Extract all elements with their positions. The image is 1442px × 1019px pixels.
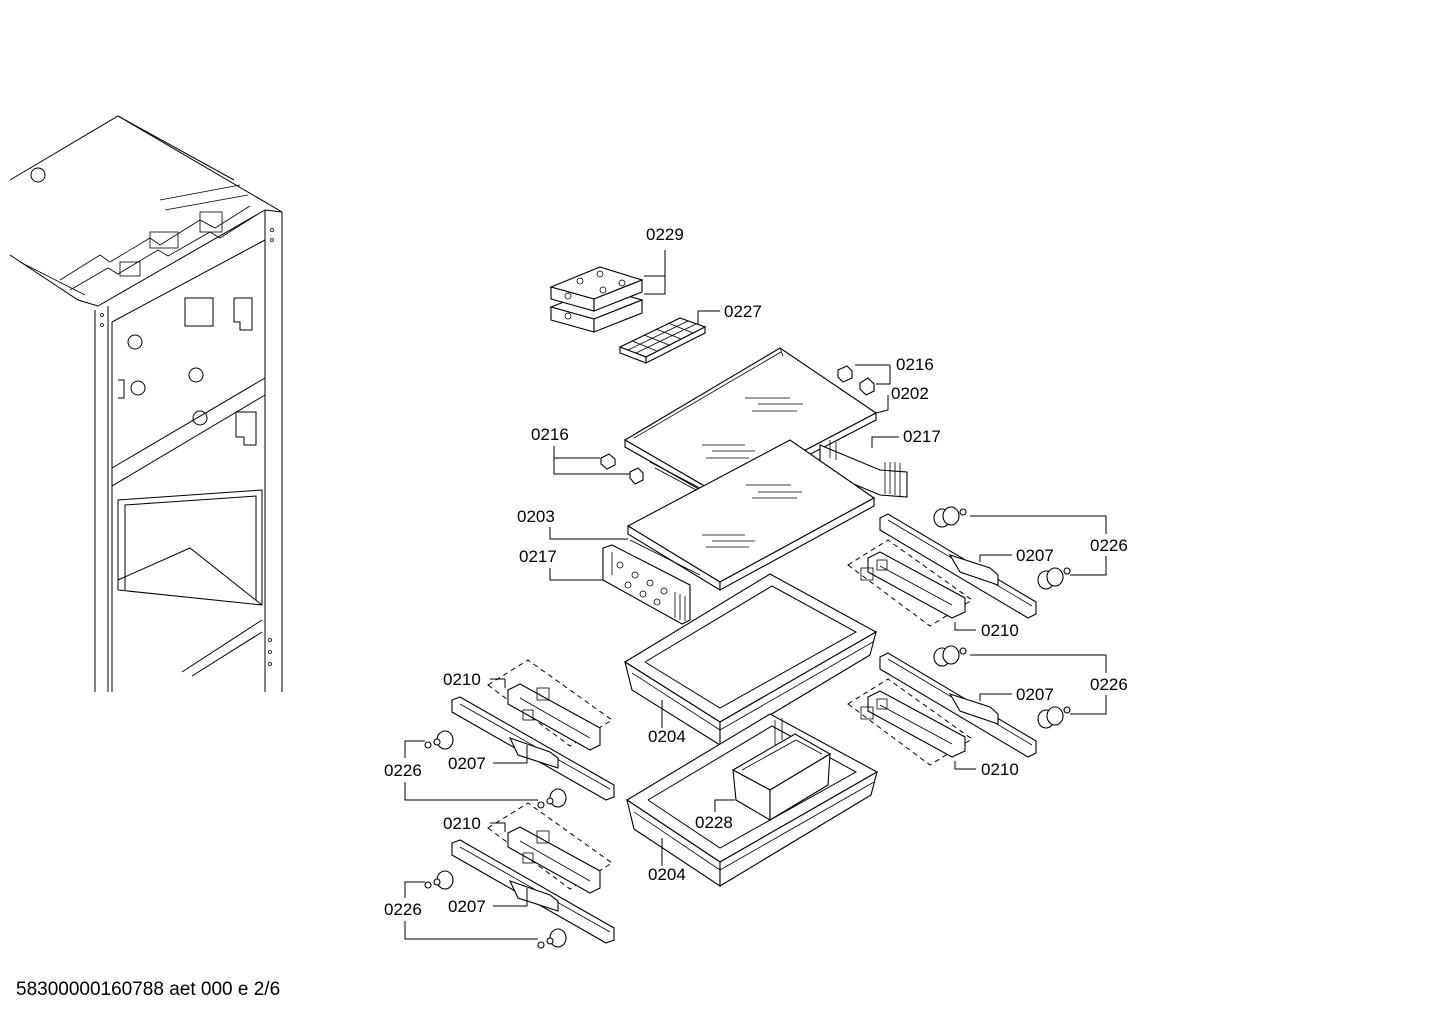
rail-assembly-left-upper [424,659,615,809]
label-0217-right: 0217 [903,427,941,446]
label-0207-left-lower: 0207 [448,897,486,916]
label-0216-right: 0216 [896,355,934,374]
label-0207-right-lower: 0207 [1016,685,1054,704]
glass-shelf-0203 [626,439,876,591]
leader-lines [404,250,1107,940]
cabinet-body [9,115,283,692]
label-0226-right-upper: 0226 [1090,536,1128,555]
ice-pack-0229 [549,266,644,333]
label-0216-left: 0216 [531,425,569,444]
side-panel-0217-left [602,544,691,625]
label-0226-right-lower: 0226 [1090,675,1128,694]
label-0210-left-upper: 0210 [443,670,481,689]
document-id-footer: 58300000160788 aet 000 e 2/6 [16,979,281,1000]
label-0228: 0228 [695,813,733,832]
rail-assembly-left-lower [424,802,615,949]
rail-assembly-right-lower [847,645,1071,766]
label-0210-right-upper: 0210 [981,621,1019,640]
label-0227: 0227 [724,302,762,321]
storage-box-0228 [731,718,832,821]
part-labels: 0229 0227 0216 0202 0216 0217 0203 0217 … [384,225,1128,919]
label-0210-right-lower: 0210 [981,760,1019,779]
drawer-0204-upper [623,573,878,746]
label-0226-left-upper: 0226 [384,761,422,780]
label-0202: 0202 [891,384,929,403]
label-0204-upper: 0204 [648,727,686,746]
label-0203: 0203 [517,507,555,526]
label-0229: 0229 [646,225,684,244]
label-0210-left-lower: 0210 [443,814,481,833]
rail-assembly-right-upper [847,506,1071,627]
label-0207-right-upper: 0207 [1016,546,1054,565]
label-0226-left-lower: 0226 [384,900,422,919]
label-0207-left-upper: 0207 [448,754,486,773]
ice-cube-tray-0227 [618,317,707,364]
label-0204-lower: 0204 [648,865,686,884]
label-0217-left: 0217 [519,547,557,566]
